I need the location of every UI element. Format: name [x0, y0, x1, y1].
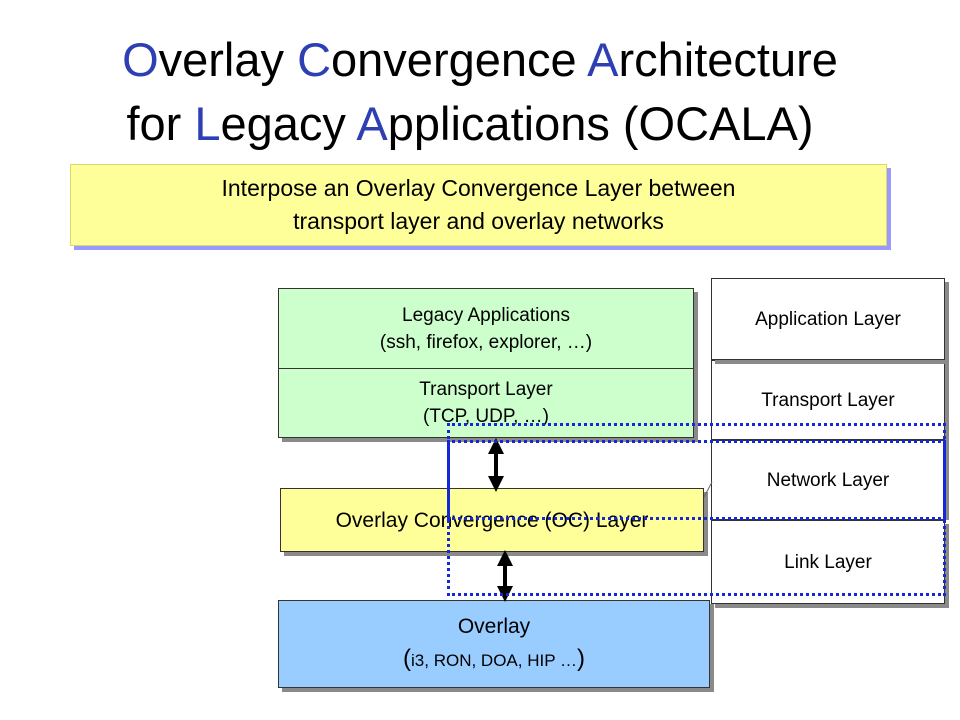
- osi-network-label: Network Layer: [766, 469, 890, 491]
- oc-layer-label: Overlay Convergence (OC) Layer: [335, 508, 649, 532]
- title-line2-part-2: egacy: [220, 97, 357, 150]
- transport-layer-box: Transport Layer (TCP, UDP, …): [278, 368, 694, 438]
- banner-line-2: transport layer and overlay networks: [293, 208, 664, 234]
- transport-title: Transport Layer: [419, 379, 553, 400]
- title-line2-part-4: pplications (OCALA): [387, 97, 814, 150]
- title-line1-part-5: rchitecture: [618, 33, 838, 86]
- osi-transport-layer: Transport Layer: [711, 360, 945, 440]
- title-line2-part-0: for: [126, 97, 195, 150]
- title-line2-part-1: L: [194, 97, 221, 150]
- title-line2-part-3: A: [356, 97, 388, 150]
- legacy-examples: (ssh, firefox, explorer, …): [379, 332, 593, 353]
- oc-to-network-connector: [703, 481, 713, 498]
- oc-layer-box: Overlay Convergence (OC) Layer: [280, 488, 704, 552]
- osi-link-label: Link Layer: [784, 551, 872, 573]
- overlay-title: Overlay: [457, 615, 531, 638]
- overlay-box: Overlay (i3, RON, DOA, HIP …): [278, 600, 710, 688]
- banner-line-1: Interpose an Overlay Convergence Layer b…: [221, 175, 736, 201]
- legacy-applications-box: Legacy Applications (ssh, firefox, explo…: [278, 288, 694, 370]
- title-line1-part-3: onvergence: [331, 33, 588, 86]
- osi-application-label: Application Layer: [755, 308, 901, 330]
- overlay-examples: i3, RON, DOA, HIP …: [411, 651, 577, 670]
- osi-application-layer: Application Layer: [711, 278, 945, 360]
- title-line1-part-2: C: [297, 33, 332, 86]
- title-line1-part-0: O: [122, 33, 159, 86]
- legacy-title: Legacy Applications: [402, 305, 570, 326]
- title-line-2: for Legacy Applications (OCALA): [0, 94, 950, 154]
- osi-network-layer: Network Layer: [711, 440, 945, 520]
- title-line1-part-1: verlay: [158, 33, 298, 86]
- title-line-1: Overlay Convergence Architecture: [0, 30, 960, 90]
- overlay-examples-line: (i3, RON, DOA, HIP …): [403, 643, 585, 677]
- overlay-close-paren: ): [576, 645, 585, 672]
- title-line1-part-4: A: [587, 33, 619, 86]
- overlay-open-paren: (: [403, 645, 412, 672]
- transport-examples: (TCP, UDP, …): [423, 406, 549, 427]
- summary-banner: Interpose an Overlay Convergence Layer b…: [70, 164, 887, 246]
- network-layer-outline: [447, 440, 946, 520]
- osi-transport-label: Transport Layer: [761, 389, 895, 411]
